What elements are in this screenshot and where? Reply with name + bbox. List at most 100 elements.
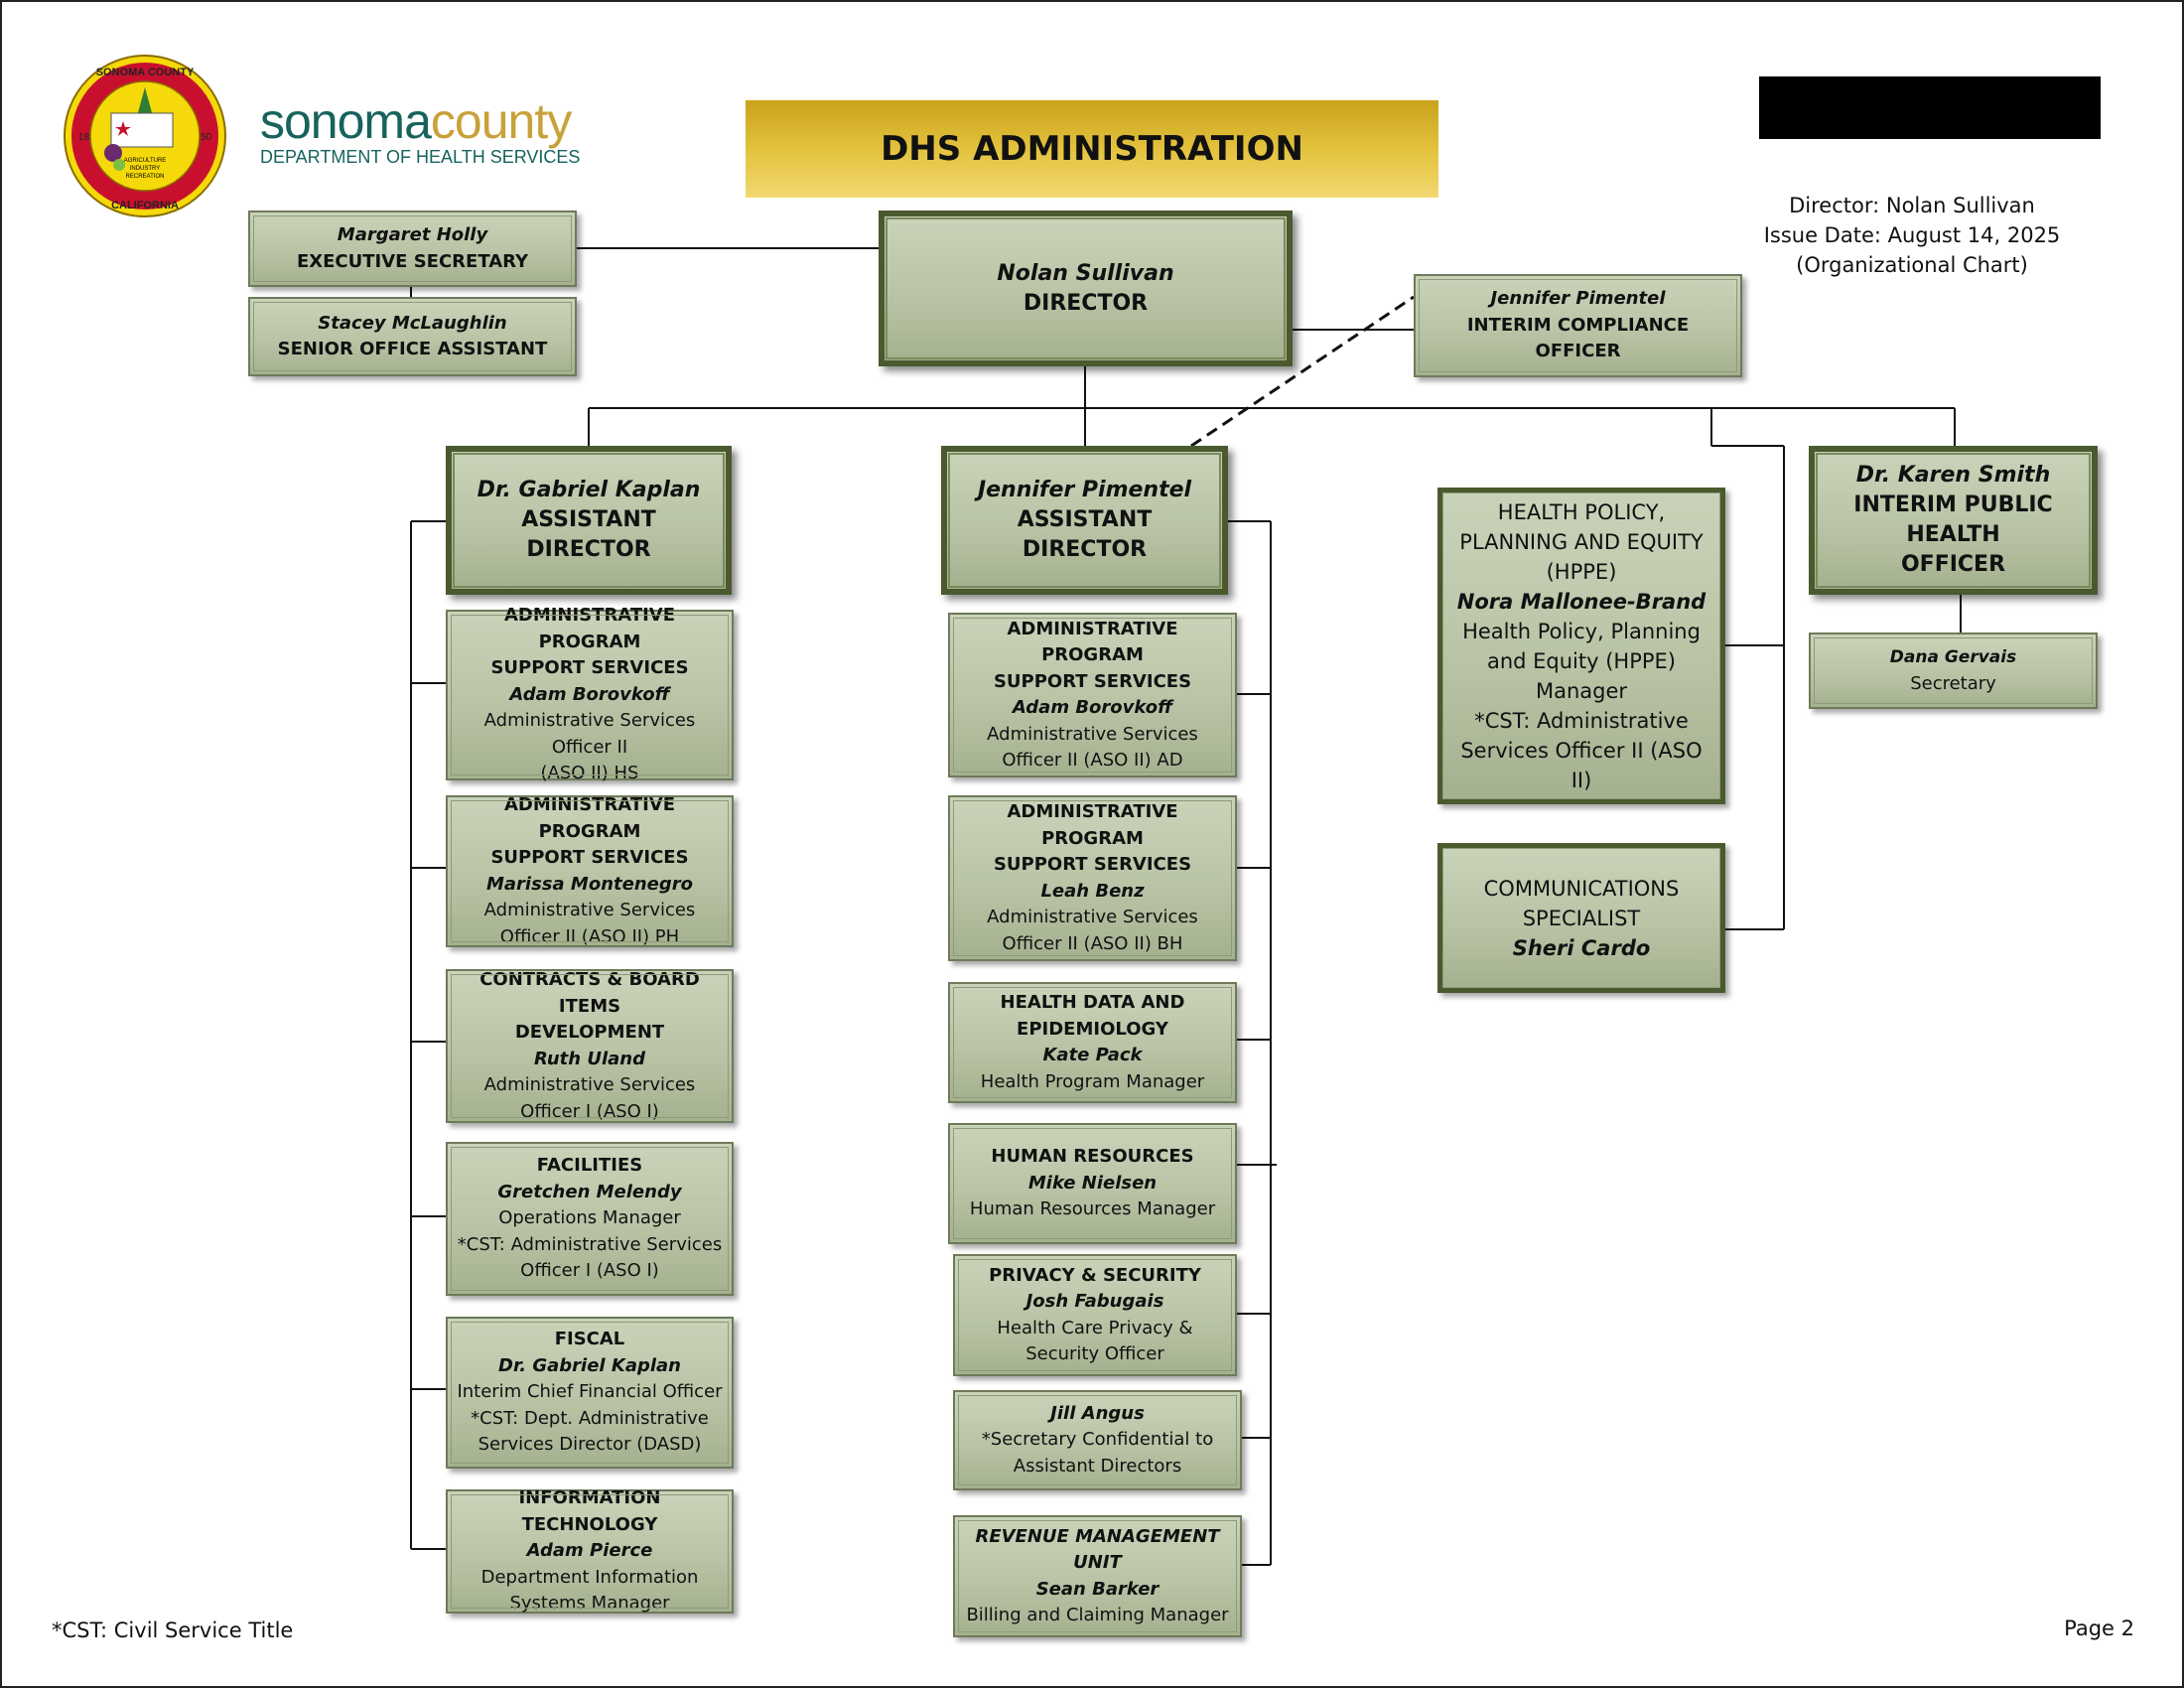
position-title: and Equity (HPPE) (1486, 648, 1677, 673)
position-title: INTERIM PUBLIC HEALTH (1853, 492, 2053, 547)
connector-line (411, 682, 446, 684)
person-name: Adam Borovkoff (509, 683, 670, 705)
unit-heading: PLANNING AND EQUITY (1459, 529, 1704, 554)
person-name: Mike Nielsen (1027, 1172, 1158, 1194)
connector-line (1242, 1437, 1271, 1439)
position-title: Health Care Privacy & (997, 1317, 1193, 1338)
page-title: DHS ADMINISTRATION (881, 129, 1303, 169)
position-title: ASSISTANT DIRECTOR (1017, 507, 1153, 562)
position-title: (ASO II) HS (540, 763, 639, 784)
position-title: *Secretary Confidential to (981, 1429, 1214, 1451)
connector-line (411, 1041, 446, 1043)
unit-heading: ADMINISTRATIVE PROGRAM (1007, 801, 1178, 849)
person-name: Jennifer Pimentel (1490, 288, 1666, 310)
connector-line (1084, 366, 1086, 446)
person-name: Leah Benz (1040, 880, 1145, 902)
position-title: *CST: Administrative (1474, 708, 1689, 733)
svg-text:50: 50 (201, 132, 212, 143)
unit-heading: EPIDEMIOLOGY (1017, 1018, 1168, 1040)
unit-heading: ADMINISTRATIVE PROGRAM (1007, 618, 1178, 666)
unit-heading: SUPPORT SERVICES (490, 657, 689, 679)
person-name: Dr. Karen Smith (1855, 463, 2051, 488)
unit-heading: DEVELOPMENT (514, 1022, 665, 1043)
unit-heading: HUMAN RESOURCES (991, 1146, 1194, 1168)
person-name: Dr. Gabriel Kaplan (477, 478, 701, 502)
position-title: Manager (1535, 678, 1628, 703)
connector-line (1725, 644, 1784, 646)
person-name: Nora Mallonee-Brand (1456, 589, 1706, 614)
unit-heading: HEALTH POLICY, (1497, 499, 1666, 524)
svg-text:SONOMA COUNTY: SONOMA COUNTY (96, 67, 195, 78)
position-title: Systems Manager (509, 1593, 670, 1615)
connector-line (1725, 928, 1784, 930)
connector-line (1783, 446, 1785, 929)
position-title: Administrative Services (483, 1074, 696, 1095)
unit-heading: CONTRACTS & BOARD ITEMS (479, 969, 700, 1017)
unit-heading: SUPPORT SERVICES (993, 670, 1192, 692)
position-title: INTERIM COMPLIANCE OFFICER (1466, 314, 1690, 362)
redacted-block (1759, 76, 2101, 139)
position-title: Services Director (DASD) (478, 1434, 702, 1456)
person-name: Josh Fabugais (1025, 1291, 1164, 1312)
unit-heading: (HPPE) (1546, 559, 1617, 584)
director-label: Director: Nolan Sullivan (1789, 194, 2035, 217)
position-title: Services Officer II (ASO II) (1460, 738, 1703, 792)
svg-text:RECREATION: RECREATION (126, 174, 165, 180)
unit-heading: PRIVACY & SECURITY (989, 1264, 1201, 1286)
person-name: Adam Borovkoff (1012, 697, 1173, 718)
logo-subtitle: DEPARTMENT OF HEALTH SERVICES (260, 147, 581, 167)
connector-line (410, 287, 412, 297)
sonoma-county-seal-logo: AGRICULTURE INDUSTRY RECREATION SONOMA C… (64, 55, 226, 217)
dhs-logo: sonomacounty DEPARTMENT OF HEALTH SERVIC… (260, 95, 580, 168)
connector-line (411, 1215, 446, 1217)
person-name: Dana Gervais (1889, 647, 2017, 667)
document-info: Director: Nolan Sullivan Issue Date: Aug… (1688, 191, 2136, 280)
person-name: Gretchen Melendy (497, 1181, 682, 1202)
position-title: Officer I (ASO I) (520, 1100, 659, 1122)
position-title: Officer II (ASO II) BH (1002, 932, 1183, 954)
connector-line (1710, 408, 1712, 446)
page-title-banner: DHS ADMINISTRATION (746, 100, 1438, 198)
footer-note: *CST: Civil Service Title (52, 1618, 294, 1642)
position-title: Administrative Services (987, 907, 1198, 927)
position-title: SENIOR OFFICE ASSISTANT (277, 339, 548, 359)
unit-heading: SUPPORT SERVICES (490, 847, 689, 868)
connector-line (1954, 408, 1956, 446)
position-title: Officer I (ASO I) (520, 1260, 659, 1282)
unit-heading: FACILITIES (536, 1155, 643, 1177)
person-name: REVENUE MANAGEMENT UNIT (975, 1525, 1220, 1574)
unit-heading: FISCAL (554, 1329, 625, 1350)
position-title: *CST: Dept. Administrative (471, 1407, 709, 1429)
person-name: Ruth Uland (533, 1048, 645, 1069)
unit-heading: INFORMATION TECHNOLOGY (518, 1487, 661, 1535)
svg-text:INDUSTRY: INDUSTRY (130, 166, 161, 172)
connector-line (1237, 1164, 1277, 1166)
position-title: Health Program Manager (980, 1070, 1205, 1092)
connector-line (1960, 595, 1962, 633)
connector-line (411, 867, 446, 869)
position-title: Sean Barker (1035, 1578, 1160, 1600)
position-title: EXECUTIVE SECRETARY (296, 250, 529, 272)
person-name: Jill Angus (1050, 1402, 1145, 1424)
connector-line (1237, 1313, 1271, 1315)
position-title: Department Information (480, 1566, 699, 1588)
position-title: Officer II (551, 736, 628, 758)
person-name: Adam Pierce (526, 1540, 653, 1562)
person-name: Stacey McLaughlin (318, 312, 507, 334)
position-title: Administrative Services (483, 710, 696, 732)
issue-date: Issue Date: August 14, 2025 (1763, 223, 2061, 247)
